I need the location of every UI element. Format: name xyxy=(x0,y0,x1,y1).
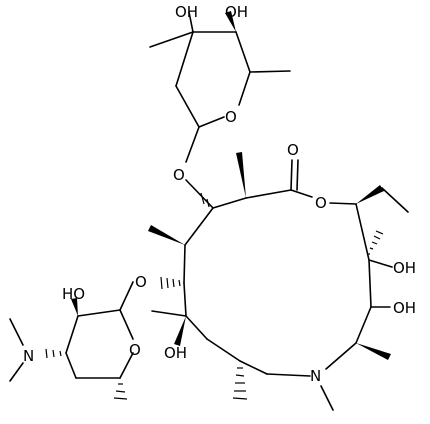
hashed-bond xyxy=(45,348,62,359)
bond xyxy=(320,385,334,411)
atom-label-o: O xyxy=(135,273,147,291)
top-sugar xyxy=(149,11,291,163)
hashed-bond xyxy=(200,192,210,208)
bond xyxy=(206,338,241,362)
bond xyxy=(290,189,313,198)
atom-label-oh: OH xyxy=(225,3,248,21)
atom-label-oh: OH xyxy=(393,259,416,277)
hashed-bond xyxy=(232,367,248,400)
atom-label-n: N xyxy=(310,367,321,385)
atom-label-o: O xyxy=(315,194,327,212)
wedge-bond xyxy=(71,298,78,316)
bond xyxy=(355,203,370,261)
bond xyxy=(175,31,194,87)
bond xyxy=(325,342,357,370)
wedge-bond xyxy=(356,185,384,204)
bond xyxy=(368,259,372,308)
atom-label-o: O xyxy=(287,141,299,159)
bond xyxy=(368,259,393,268)
atom-label-oh: OH xyxy=(164,344,187,362)
bond xyxy=(151,310,187,317)
atom-labels: OH OH O O O O OH OH N OH O HO O N xyxy=(23,3,416,385)
bond xyxy=(65,315,79,354)
bond xyxy=(238,71,251,106)
bond xyxy=(183,244,186,284)
atom-label-oh: OH xyxy=(393,299,416,317)
bond xyxy=(198,116,225,128)
wedge-bond xyxy=(225,11,236,32)
bond xyxy=(175,85,200,128)
wedge-bond xyxy=(174,316,186,346)
bond xyxy=(77,309,121,317)
bond xyxy=(184,207,214,246)
bond xyxy=(245,189,292,199)
bond xyxy=(119,281,134,311)
bond xyxy=(9,318,24,346)
bond xyxy=(119,352,134,379)
wedge-bond xyxy=(236,152,246,198)
macrocycle xyxy=(183,159,372,377)
atom-label-oh: OH xyxy=(175,3,198,21)
bond xyxy=(239,360,268,375)
bond xyxy=(185,126,200,163)
bond xyxy=(266,373,311,377)
bond xyxy=(249,70,291,73)
wedge-bond xyxy=(148,225,185,245)
bond xyxy=(9,362,24,382)
bond xyxy=(329,202,357,205)
atom-label-n: N xyxy=(23,347,34,365)
bond xyxy=(296,159,299,191)
bond xyxy=(188,11,194,33)
bond xyxy=(185,315,208,340)
bond xyxy=(290,159,293,191)
bond xyxy=(185,179,214,209)
macrocycle-substituents xyxy=(148,152,409,411)
bond xyxy=(119,309,134,340)
atom-label-o: O xyxy=(173,166,185,184)
atom-label-ho: HO xyxy=(62,285,85,303)
atom-label-o: O xyxy=(225,108,237,126)
hashed-bond xyxy=(368,230,384,255)
bond xyxy=(355,306,372,344)
bond xyxy=(183,282,187,317)
left-sugar xyxy=(9,281,134,400)
bond xyxy=(235,31,251,73)
wedge-bond xyxy=(356,343,391,360)
hashed-bond xyxy=(113,383,128,400)
bond xyxy=(212,197,247,209)
bond xyxy=(65,352,77,379)
hashed-bond xyxy=(160,276,181,290)
bond xyxy=(149,31,194,48)
atom-label-o: O xyxy=(129,341,141,359)
bond xyxy=(381,187,409,213)
